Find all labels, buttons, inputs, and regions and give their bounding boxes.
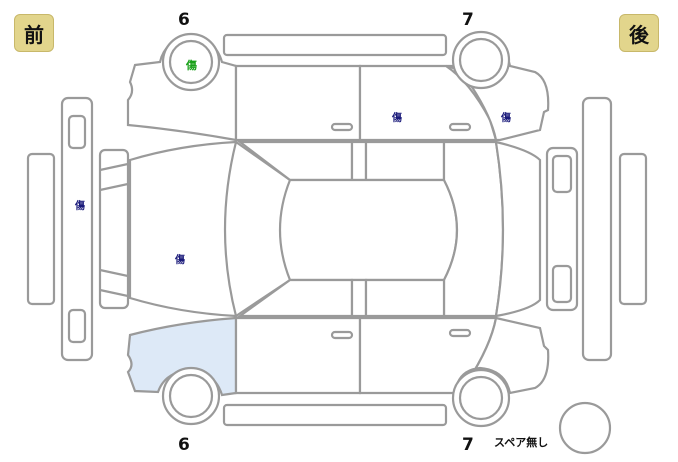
rear-wheel-top: [451, 30, 511, 90]
front-door-handle-top: [330, 122, 354, 132]
spare-tire-label: スペア無し: [494, 436, 549, 449]
front-door-handle-bottom: [330, 330, 354, 340]
hood: [128, 140, 238, 318]
rear-wheel-top-inner: [458, 37, 504, 83]
front-light-top: [67, 114, 87, 150]
front-wheel-top-inner: [168, 39, 214, 85]
b-pillar-bottom: [350, 278, 368, 318]
front-bumper-outer: [26, 152, 56, 306]
rear-door-handle-bottom: [448, 328, 472, 338]
rear-light-top: [551, 154, 573, 194]
front-wheel-bottom: [161, 366, 221, 426]
rear-quarter-bottom: [453, 316, 550, 395]
rear-door-handle-top: [448, 122, 472, 132]
rear-panel: [581, 96, 613, 362]
front-badge: 前: [14, 14, 54, 52]
rear-wheel-bottom: [451, 368, 511, 428]
roof-rail-top: [222, 33, 448, 57]
front-wheel-top: [161, 32, 221, 92]
front-light-bottom: [67, 308, 87, 344]
front-door-bottom: [234, 316, 362, 395]
front-bumper: [60, 96, 94, 362]
damage-mark-rear-door: 傷: [392, 113, 402, 124]
damage-mark-front-bumper: 傷: [75, 201, 85, 212]
trunk: [494, 140, 542, 318]
damage-mark-rear-quarter: 傷: [501, 113, 511, 124]
wheel-number-front-top: 6: [178, 10, 190, 30]
rear-badge: 後: [619, 14, 659, 52]
rear-bumper-outer: [618, 152, 648, 306]
rear-window-bottom: [364, 278, 446, 318]
rear-window-top: [364, 140, 446, 182]
wheel-number-front-bottom: 6: [178, 435, 190, 455]
roof-rail-bottom: [222, 403, 448, 427]
b-pillar-top: [350, 140, 368, 182]
wheel-number-rear-top: 7: [462, 10, 474, 30]
front-grille: [98, 148, 130, 310]
grille-lines: [99, 162, 129, 298]
front-wheel-bottom-inner: [168, 373, 214, 419]
damage-mark-hood: 傷: [175, 255, 185, 266]
damage-mark-front-wheel: 傷: [186, 59, 197, 72]
rear-light-bottom: [551, 264, 573, 304]
windshield: [223, 140, 292, 318]
spare-tire-icon: [558, 401, 612, 455]
rear-wheel-bottom-inner: [458, 375, 504, 421]
wheel-number-rear-bottom: 7: [462, 435, 474, 455]
roof: [278, 178, 458, 282]
